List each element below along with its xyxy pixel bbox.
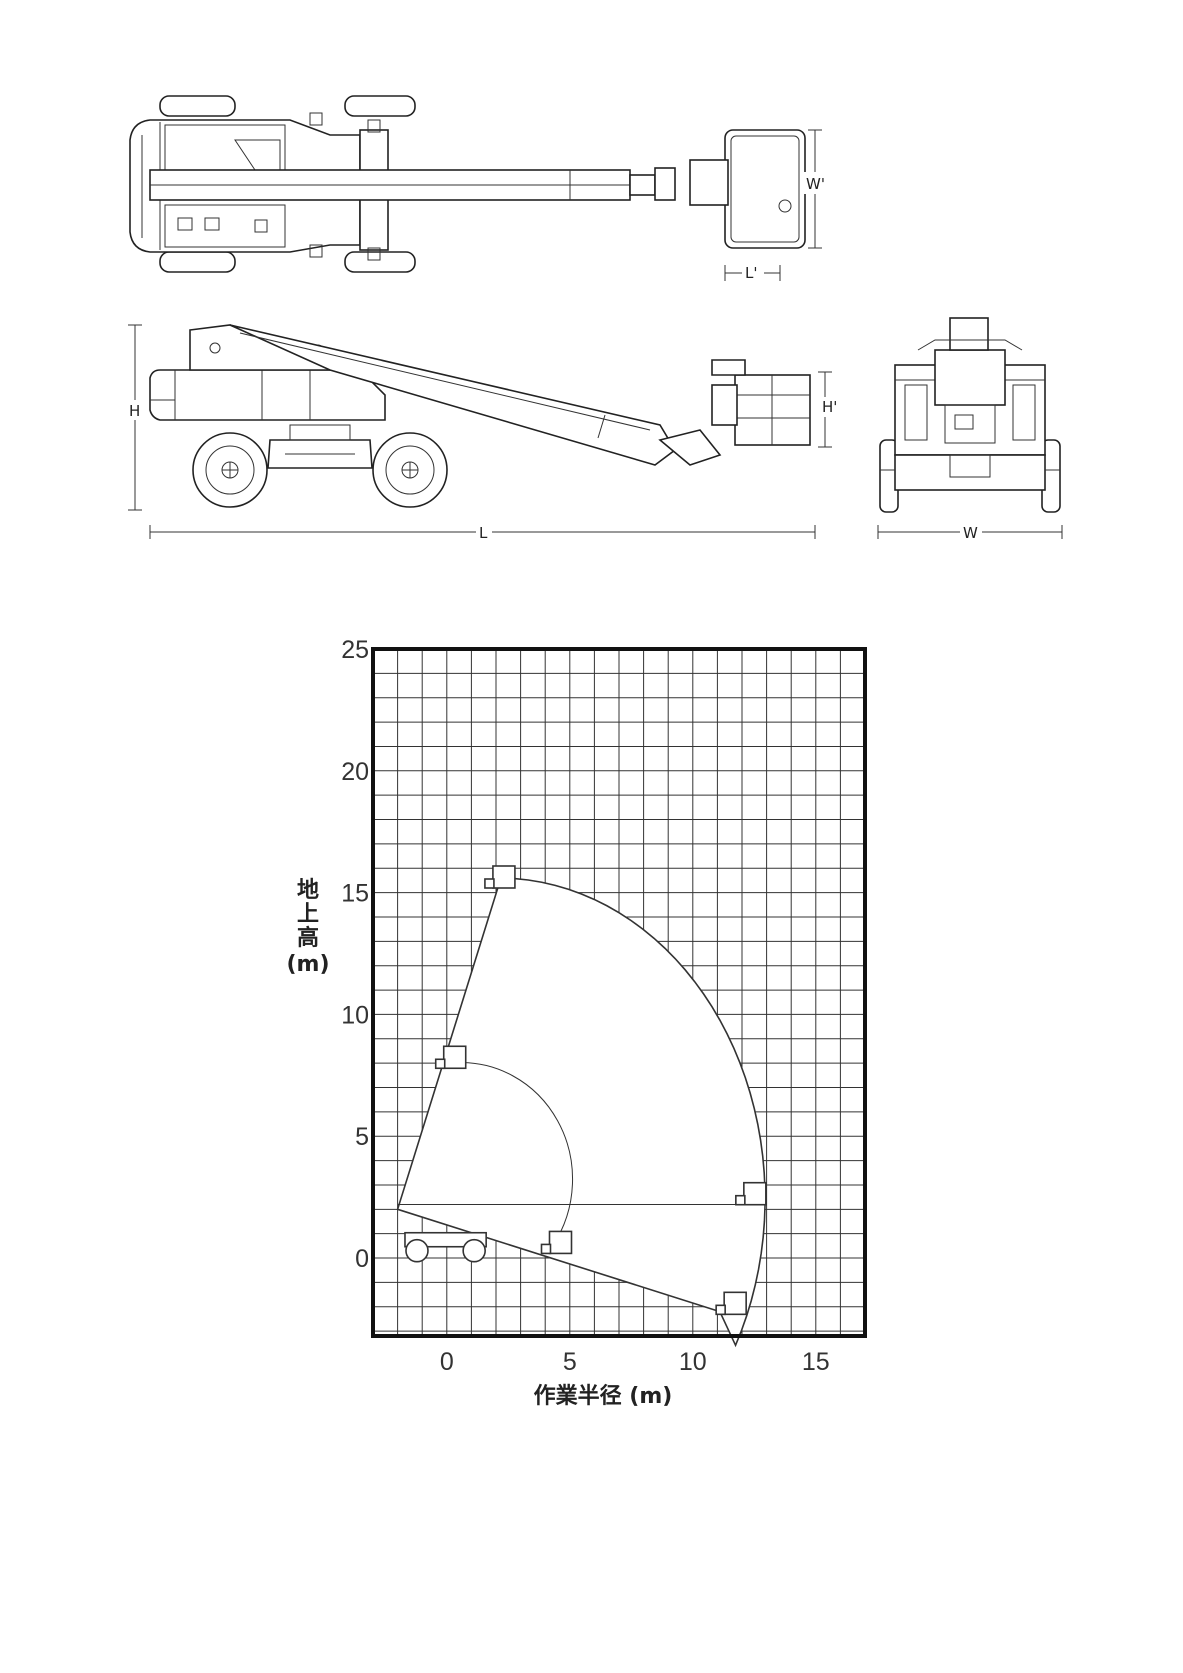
x-tick-label: 5 bbox=[563, 1348, 577, 1376]
y-axis-title: 地 上 高 (m) bbox=[286, 878, 329, 977]
platform-marker bbox=[723, 1291, 747, 1316]
working-range-chart: 0 5 10 15 25 20 15 10 5 0 bbox=[341, 636, 867, 1376]
side-view-length-label: L bbox=[479, 524, 488, 542]
rear-view-width-label: W bbox=[963, 524, 978, 542]
top-view-platform-length-label: L' bbox=[745, 264, 757, 282]
chassis-wheel-front bbox=[462, 1238, 486, 1263]
y-tick-label: 0 bbox=[355, 1245, 369, 1273]
axis-tick-labels: 0 5 10 15 25 20 15 10 5 0 bbox=[341, 636, 830, 1376]
rear-view-drawing bbox=[877, 317, 1063, 539]
platform-marker bbox=[743, 1181, 767, 1206]
platform-marker bbox=[492, 865, 516, 889]
chassis-wheel-rear bbox=[405, 1238, 429, 1263]
chassis-icon bbox=[404, 1231, 487, 1263]
x-axis-title: 作業半径 (m) bbox=[534, 1383, 673, 1409]
top-view-platform-width-label: W' bbox=[806, 175, 825, 193]
y-axis-title-char-3: 高 bbox=[297, 925, 319, 951]
y-tick-label: 10 bbox=[341, 1001, 369, 1029]
platform-marker-step bbox=[484, 878, 495, 889]
x-tick-label: 15 bbox=[802, 1348, 830, 1376]
top-view-drawing bbox=[129, 95, 822, 281]
platform-marker-step bbox=[434, 1058, 446, 1070]
x-tick-label: 10 bbox=[679, 1348, 707, 1376]
y-tick-label: 15 bbox=[341, 880, 369, 908]
platform-marker bbox=[442, 1045, 467, 1070]
side-view-platform-height-label: H' bbox=[822, 398, 837, 416]
inner-reach-arc bbox=[451, 1062, 574, 1247]
x-tick-label: 0 bbox=[440, 1348, 454, 1376]
chart-frame bbox=[371, 647, 867, 1338]
outer-working-envelope bbox=[396, 877, 766, 1348]
y-tick-label: 20 bbox=[341, 758, 369, 786]
y-axis-title-unit: (m) bbox=[286, 952, 329, 977]
platform-marker-step bbox=[715, 1304, 726, 1316]
side-view-height-label: H bbox=[129, 402, 140, 420]
side-view-drawing bbox=[128, 324, 832, 539]
platform-marker-step bbox=[735, 1194, 746, 1206]
y-axis-title-char-2: 上 bbox=[297, 902, 319, 927]
y-tick-label: 5 bbox=[355, 1123, 369, 1151]
y-tick-label: 25 bbox=[341, 636, 369, 664]
platform-position-markers bbox=[434, 865, 767, 1316]
platform-marker bbox=[548, 1230, 573, 1255]
y-axis-title-char-1: 地 bbox=[297, 878, 319, 903]
platform-marker-step bbox=[540, 1243, 552, 1255]
